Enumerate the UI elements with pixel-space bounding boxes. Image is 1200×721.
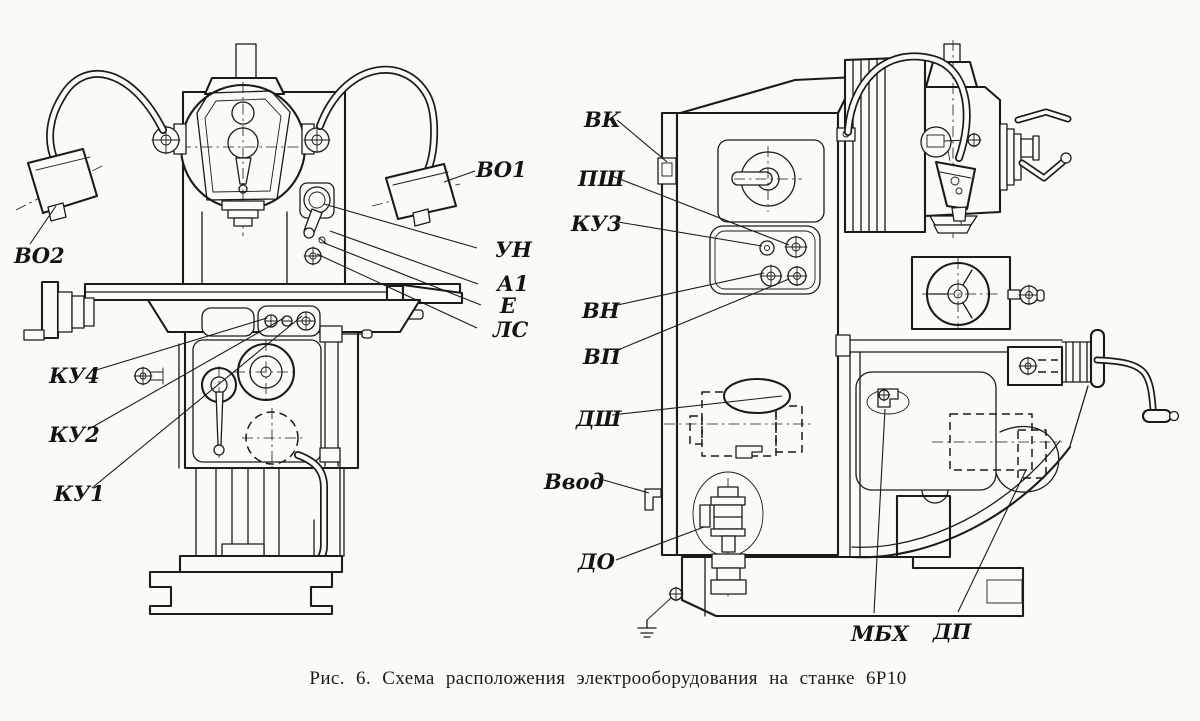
label-vo1: ВО1 xyxy=(475,157,527,182)
label-dp: ДП xyxy=(932,619,973,644)
label-mbkh: МБХ xyxy=(850,621,909,646)
leader-un xyxy=(323,203,478,249)
knee-feed-rod xyxy=(319,325,373,467)
leader-psh xyxy=(611,175,790,246)
side-gooseneck-lamp xyxy=(836,52,977,229)
leader-vp xyxy=(612,278,790,353)
leader-do xyxy=(615,526,705,561)
label-ku2: КУ2 xyxy=(48,422,100,447)
leader-ku2 xyxy=(88,317,285,430)
figure-caption: Рис. 6. Схема расположения электрооборуд… xyxy=(309,668,906,689)
leader-ls xyxy=(316,253,478,329)
knee-rails xyxy=(835,334,1091,387)
side-view xyxy=(637,40,1180,638)
knee-buttons xyxy=(264,311,316,331)
rapid-traverse-switch-mbkh xyxy=(866,388,910,415)
coolant-pump-motor-do xyxy=(692,471,764,600)
leader-vn xyxy=(612,272,765,307)
leader-ku1 xyxy=(91,315,303,489)
label-vk: ВК xyxy=(583,107,622,132)
leader-dsh xyxy=(611,395,783,416)
gooseneck-lamp-left xyxy=(15,69,167,222)
head-belt-cover xyxy=(843,55,927,234)
side-hand-wheel xyxy=(910,255,1045,331)
label-un: УН xyxy=(495,237,533,262)
hand-wheel-large xyxy=(234,340,298,404)
label-e: Е xyxy=(499,293,517,318)
side-knee xyxy=(680,351,1089,618)
leader-vk xyxy=(616,119,668,163)
label-a1: А1 xyxy=(495,271,529,296)
label-vn: ВН xyxy=(581,298,621,323)
label-vp: ВП xyxy=(582,344,622,369)
front-spindle-head xyxy=(179,82,307,236)
label-ku1: КУ1 xyxy=(53,481,105,506)
column-switch-panel xyxy=(299,182,335,266)
leader-ku3 xyxy=(617,221,763,247)
front-view xyxy=(15,43,464,616)
button-station xyxy=(709,225,821,295)
leader-vo1 xyxy=(443,170,476,183)
crank-handle xyxy=(1089,328,1180,424)
leader-vvod xyxy=(599,478,650,494)
leader-dp xyxy=(957,469,1027,613)
knee-front xyxy=(133,305,373,571)
label-do: ДО xyxy=(577,549,616,574)
knee-dashed-opening xyxy=(242,408,303,469)
lamp-bracket-left xyxy=(151,123,187,155)
knee-side-cover xyxy=(294,451,341,571)
gooseneck-lamp-right xyxy=(316,65,461,227)
leader-mbkh xyxy=(873,408,886,614)
label-ku3: КУ3 xyxy=(570,211,622,236)
spindle-motor-dsh xyxy=(664,377,814,459)
input-switch-vk xyxy=(657,157,677,185)
leader-a1 xyxy=(329,230,479,285)
knee-left-fitting xyxy=(133,366,164,386)
label-ku4: КУ4 xyxy=(48,363,100,388)
spindle-clamp-handles xyxy=(1014,108,1072,182)
label-psh: ПШ xyxy=(577,166,626,191)
feed-motor-dp xyxy=(932,413,1062,493)
label-ls: ЛС xyxy=(492,317,529,342)
leader-lines xyxy=(29,119,1027,614)
lamp-bracket-right xyxy=(301,123,331,155)
label-dsh: ДШ xyxy=(575,406,623,431)
ground-earth-icon xyxy=(637,586,684,638)
front-base xyxy=(148,570,334,616)
side-spindle-head xyxy=(920,40,1072,238)
front-pedestal xyxy=(178,467,345,574)
speed-dial-plate xyxy=(717,139,825,223)
leader-e xyxy=(323,242,482,306)
callout-labels: ВО2 ВО1 УН А1 Е ЛС КУ4 КУ2 КУ1 ВК ПШ КУ3… xyxy=(13,107,973,646)
leader-ku4 xyxy=(92,317,268,372)
supply-entry-bracket xyxy=(644,488,662,511)
label-vo2: ВО2 xyxy=(13,243,65,268)
leader-vo2 xyxy=(29,205,57,245)
label-vvod: Ввод xyxy=(543,469,604,494)
